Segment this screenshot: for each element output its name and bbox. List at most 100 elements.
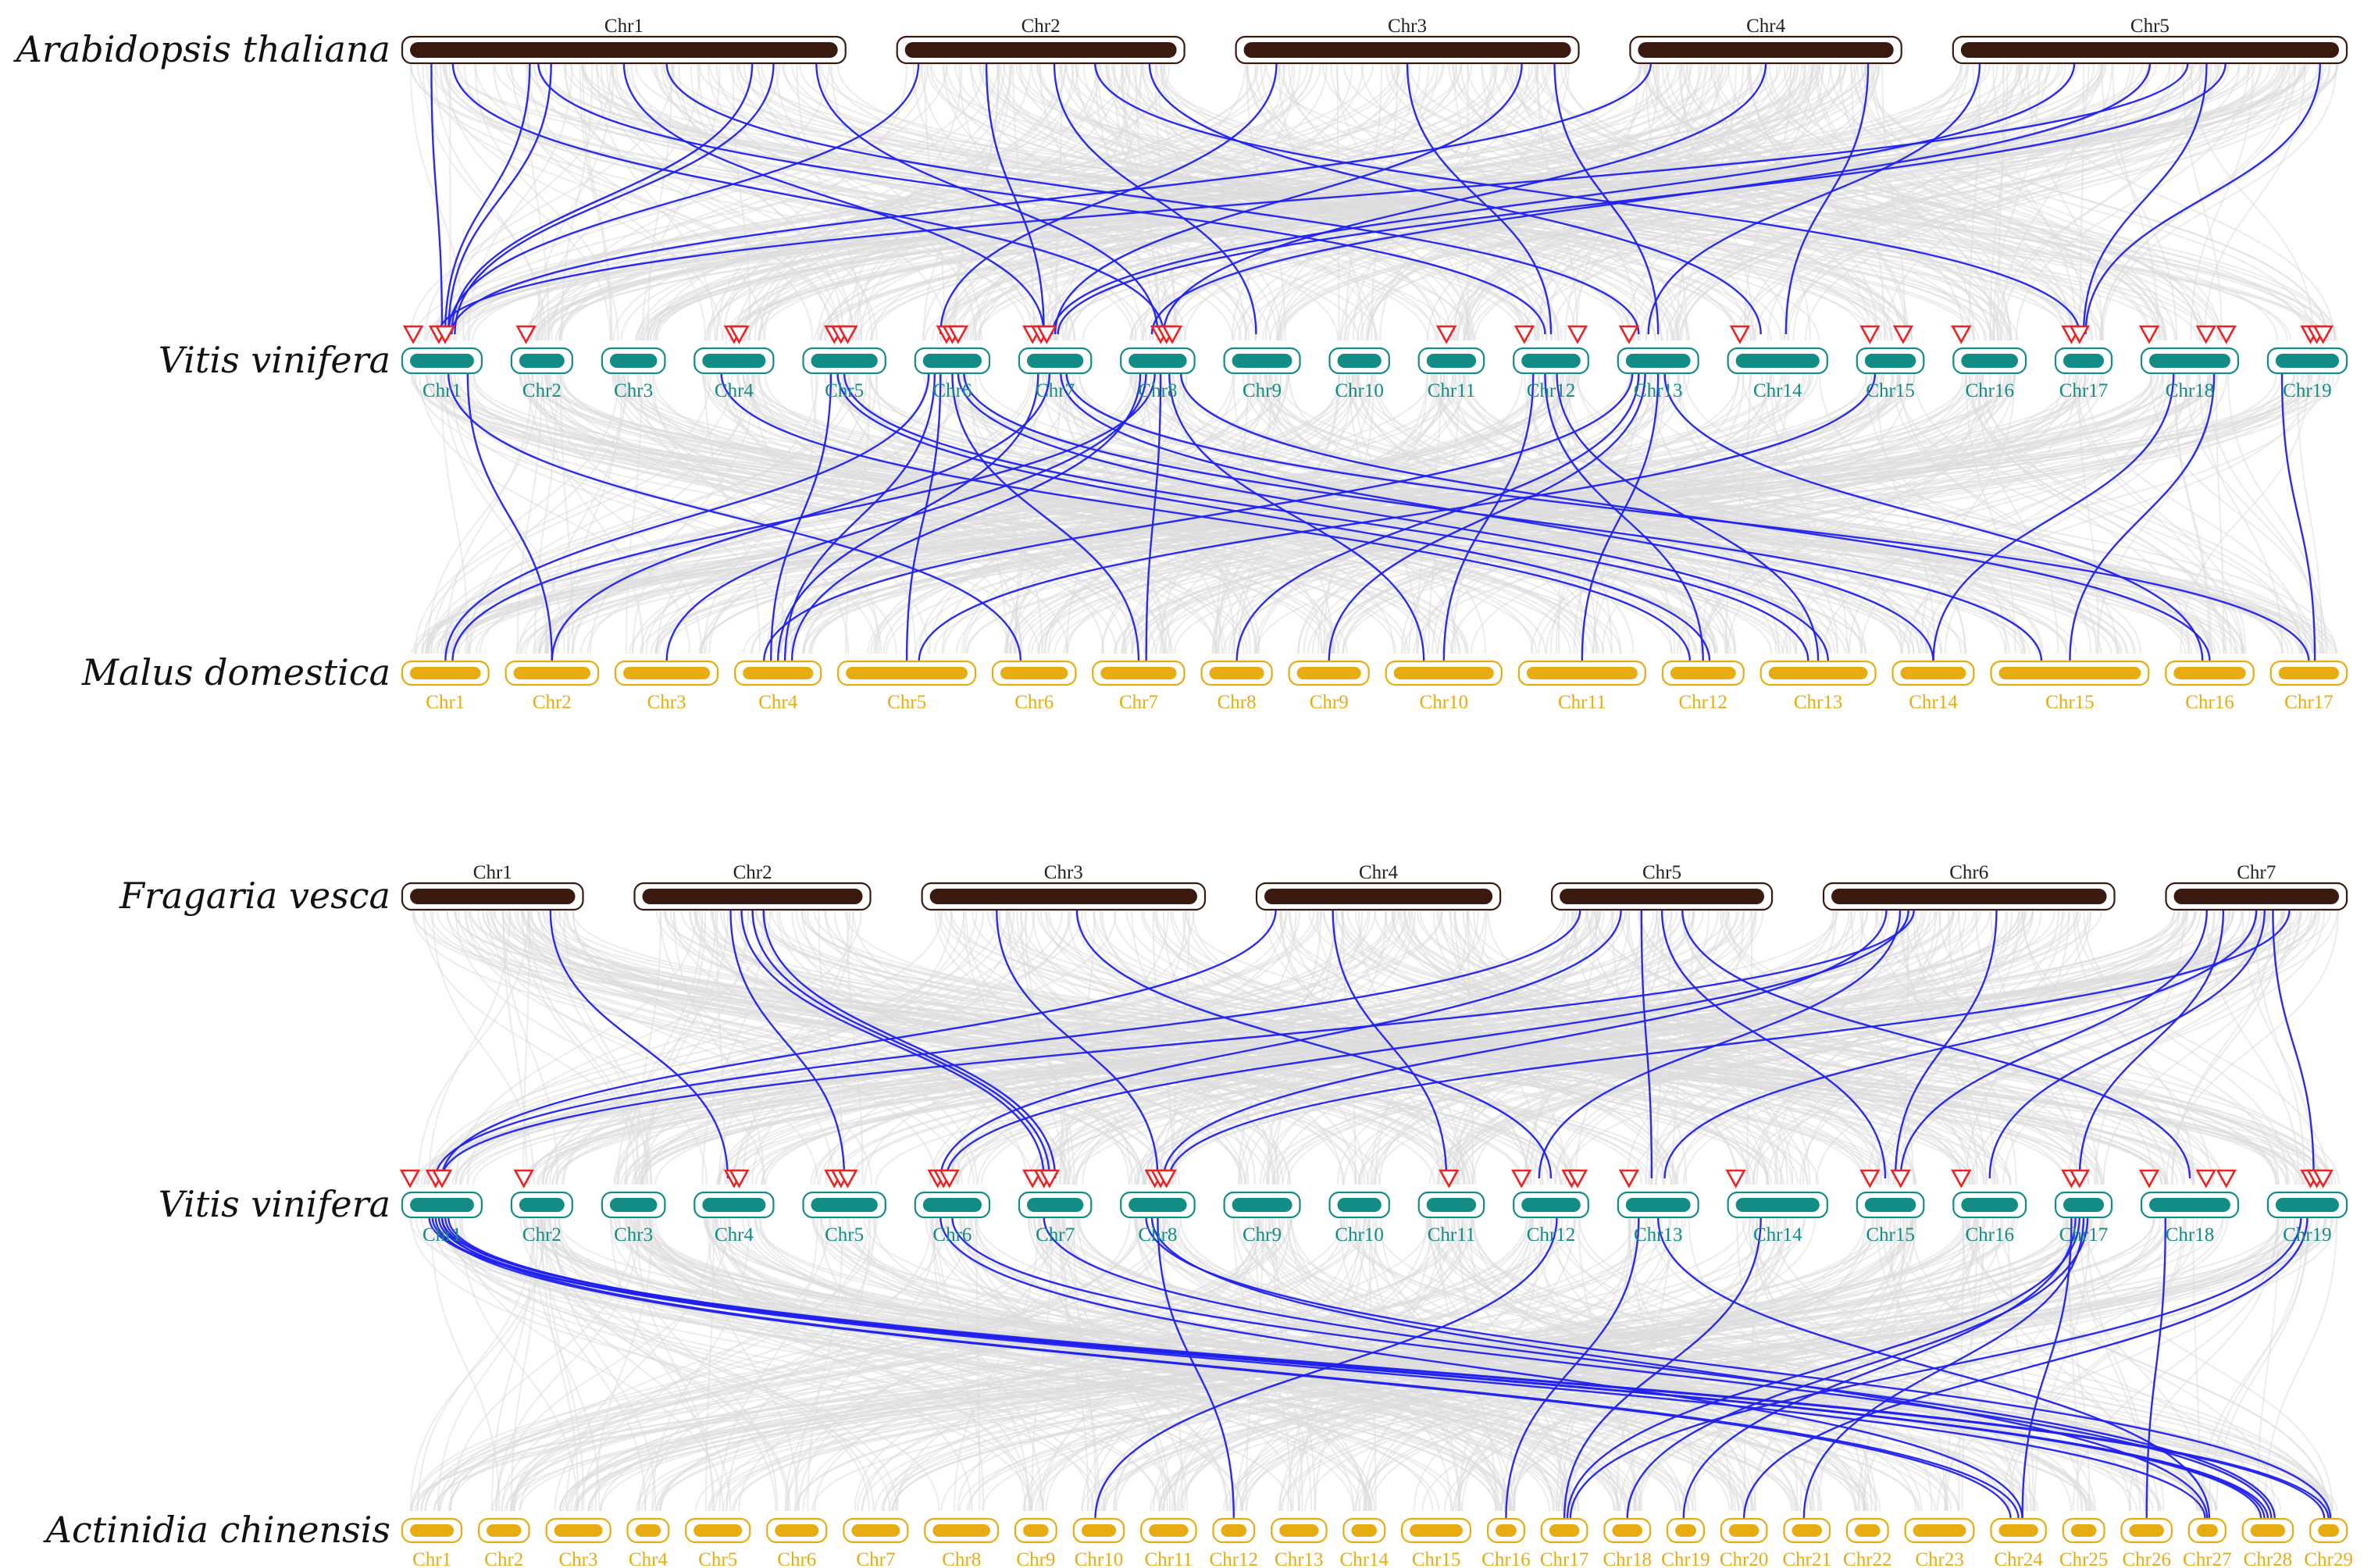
- background-link: [1736, 1218, 1799, 1512]
- gene-marker-triangle: [837, 325, 858, 344]
- chromosome-vitis-vinifera-chr12: Chr12: [1513, 1191, 1589, 1245]
- background-link: [1180, 374, 2245, 654]
- background-link: [2180, 374, 2309, 654]
- gene-marker-triangle: [729, 1169, 750, 1188]
- chromosome-label: Chr13: [1634, 1224, 1683, 1245]
- chromosome-label: Chr3: [647, 692, 686, 713]
- background-link: [1913, 911, 2017, 1185]
- collinear-link-bottom: [1682, 1217, 2077, 1520]
- chromosome-body: [1264, 889, 1493, 904]
- background-link: [544, 1218, 585, 1512]
- chromosome-malus-domestica-chr7: Chr7: [1092, 660, 1186, 713]
- chromosome-label: Chr11: [1428, 380, 1476, 401]
- collinear-link-top: [1406, 62, 1553, 335]
- chromosome-label: Chr17: [2059, 380, 2109, 401]
- background-link: [542, 1218, 789, 1512]
- chromosome-actinidia-chinensis-chr21: Chr21: [1782, 1517, 1831, 1568]
- chromosome-label: Chr5: [887, 692, 926, 713]
- background-link: [443, 374, 1444, 654]
- background-link: [1392, 911, 1970, 1185]
- gene-marker-triangle: [2195, 325, 2216, 344]
- gene-marker-triangle: [515, 325, 537, 344]
- chromosome-body: [693, 1524, 743, 1537]
- chromosome-label: Chr5: [1642, 862, 1681, 883]
- chromosome-label: Chr12: [1527, 1224, 1576, 1245]
- background-link: [640, 911, 749, 1185]
- background-link: [756, 64, 1867, 341]
- collinear-link-top: [1640, 909, 1653, 1179]
- chromosome-malus-domestica-chr11: Chr11: [1517, 660, 1646, 713]
- background-link: [1286, 911, 2184, 1185]
- collinear-link-top: [434, 909, 1581, 1179]
- background-link: [944, 374, 2227, 654]
- background-link: [1152, 1218, 1812, 1512]
- background-link: [422, 374, 1571, 654]
- collinear-link-top: [1681, 909, 2191, 1179]
- chromosome-body: [609, 354, 658, 368]
- chromosome-body: [2149, 1198, 2230, 1212]
- background-link: [491, 1218, 1747, 1512]
- background-link: [847, 1218, 1638, 1512]
- background-link: [444, 374, 533, 654]
- collinear-link-top: [1988, 909, 2266, 1179]
- chromosome-label: Chr14: [1753, 380, 1802, 401]
- background-link: [645, 911, 717, 1185]
- background-link: [567, 374, 623, 654]
- chromosome-vitis-vinifera-chr1: Chr1: [401, 347, 483, 401]
- background-link: [800, 911, 2288, 1185]
- chromosome-body: [1625, 354, 1691, 368]
- background-link: [1148, 64, 2037, 341]
- gene-marker-triangle: [1890, 1169, 1911, 1188]
- background-link: [1307, 374, 2087, 654]
- chromosome-body: [410, 1198, 474, 1212]
- chromosome-label: Chr9: [1243, 380, 1282, 401]
- collinear-link-bottom: [783, 372, 936, 662]
- collinear-link-bottom: [2280, 372, 2316, 662]
- chromosome-vitis-vinifera-chr5: Chr5: [802, 347, 886, 401]
- chromosome-vitis-vinifera-chr17: Chr17: [2054, 1191, 2113, 1245]
- chromosome-body: [1027, 1198, 1084, 1212]
- chromosome-malus-domestica-chr1: Chr1: [401, 660, 490, 713]
- background-link: [1470, 64, 2330, 341]
- background-link: [541, 374, 644, 654]
- background-link: [1255, 374, 2306, 654]
- collinear-link-top: [430, 62, 444, 335]
- chromosome-body: [1279, 1524, 1319, 1537]
- background-link: [1752, 911, 1941, 1185]
- chromosome-vitis-vinifera-chr18: Chr18: [2140, 347, 2240, 401]
- chromosome-label: Chr4: [758, 692, 798, 713]
- background-link: [1753, 64, 2301, 341]
- background-link: [1799, 1218, 1896, 1512]
- chromosome-body: [1675, 1524, 1696, 1537]
- gene-marker-triangle: [1161, 325, 1183, 344]
- collinear-link-top: [549, 909, 729, 1179]
- background-link: [758, 64, 1509, 341]
- background-link: [2022, 911, 2212, 1185]
- background-link: [639, 1218, 1615, 1512]
- background-link: [1650, 911, 1998, 1185]
- background-link: [2182, 64, 2223, 341]
- chromosome-actinidia-chinensis-chr12: Chr12: [1210, 1517, 1258, 1568]
- background-link: [655, 64, 1257, 341]
- chromosome-label: Chr18: [2166, 1224, 2215, 1245]
- background-link: [1453, 374, 1737, 654]
- background-link: [1727, 64, 2079, 341]
- background-link: [1064, 911, 2081, 1185]
- background-link: [412, 911, 1146, 1185]
- chromosome-malus-domestica-chr13: Chr13: [1760, 660, 1877, 713]
- background-link: [449, 1218, 1144, 1512]
- background-link: [1079, 1218, 2012, 1512]
- background-link: [468, 64, 1281, 341]
- background-link: [457, 374, 2340, 654]
- chromosome-label: Chr8: [1138, 380, 1177, 401]
- background-link: [1432, 374, 2026, 654]
- collinear-link-top: [1051, 62, 2076, 335]
- background-link: [558, 64, 1445, 341]
- background-link: [860, 64, 1100, 341]
- background-link: [455, 911, 1603, 1185]
- background-link: [938, 374, 1826, 654]
- background-link: [1819, 64, 2315, 341]
- background-link: [443, 374, 549, 654]
- background-link: [742, 911, 854, 1185]
